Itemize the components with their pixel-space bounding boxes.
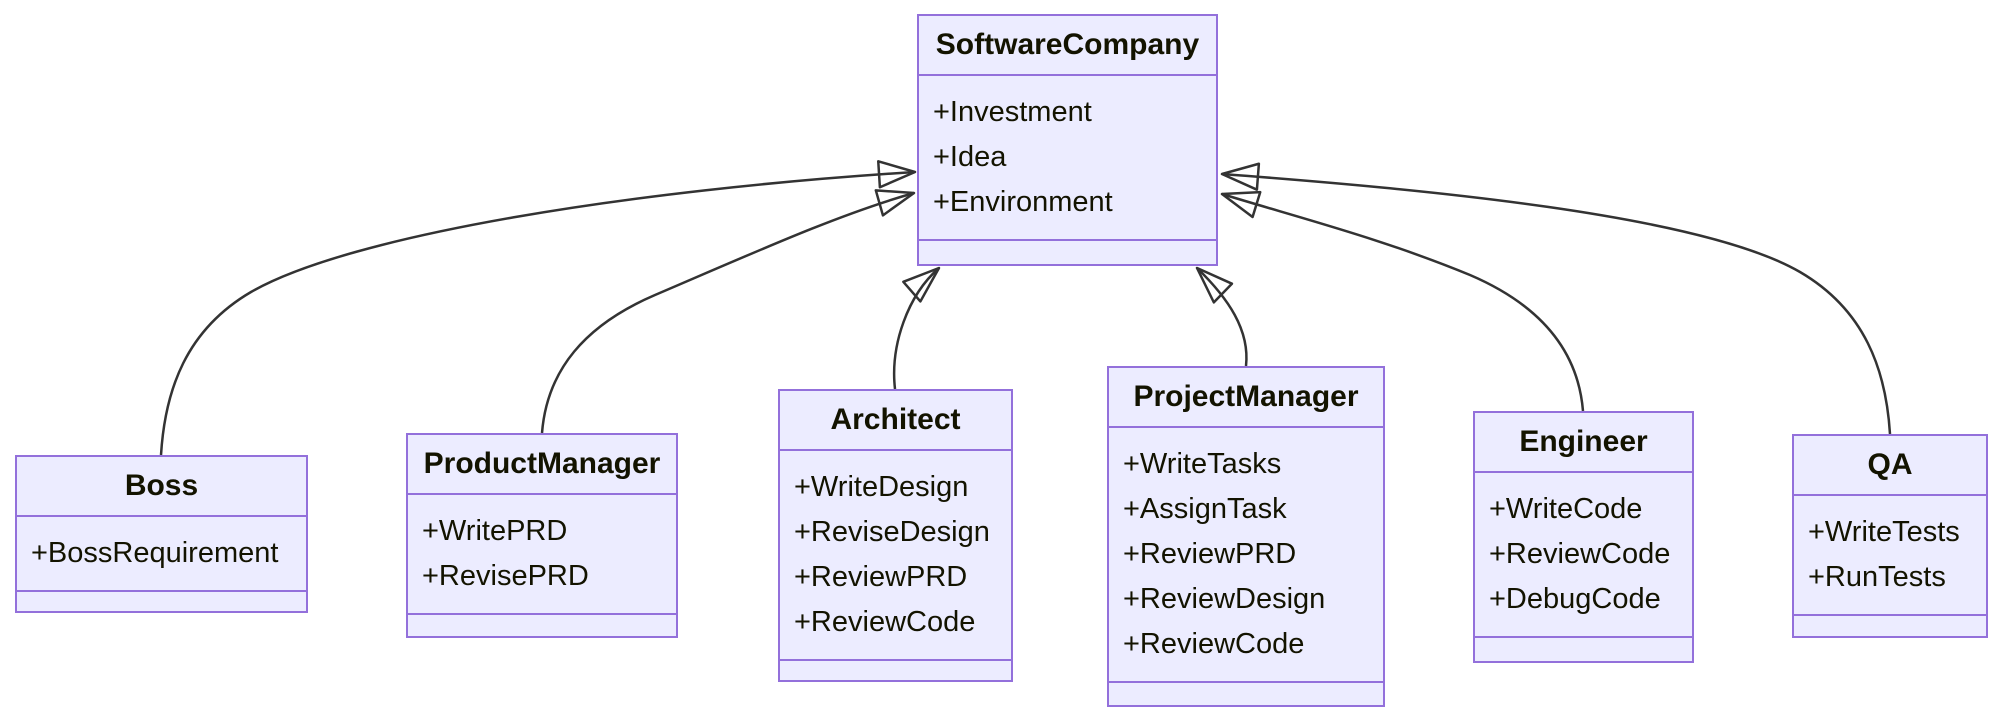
class-methods-empty [1794,616,1986,636]
class-methods-empty [1475,638,1692,661]
class-node-projectmanager: ProjectManager +WriteTasks +AssignTask +… [1107,366,1385,707]
member-row: +ReviewDesign [1123,583,1326,615]
member-row: +WriteTests [1808,516,1960,548]
edge-projectmanager-to-softwarecompany [1195,266,1248,367]
class-members: +WriteTasks +AssignTask +ReviewPRD +Revi… [1109,428,1383,683]
class-members: +WritePRD +RevisePRD [408,495,676,615]
class-node-softwarecompany: SoftwareCompany +Investment +Idea +Envir… [917,14,1218,266]
member-row: +RunTests [1808,561,1946,593]
edge-productmanager-to-softwarecompany [540,189,916,434]
class-title: QA [1794,436,1986,496]
member-row: +AssignTask [1123,493,1287,525]
member-row: +ReviewCode [1123,628,1305,660]
class-title: Engineer [1475,413,1692,473]
class-title: ProductManager [408,435,676,495]
class-methods-empty [919,241,1216,264]
class-title: Architect [780,391,1011,451]
class-members: +WriteTests +RunTests [1794,496,1986,616]
member-row: +ReviewPRD [794,561,968,593]
member-row: +Environment [933,186,1113,218]
member-row: +ReviseDesign [794,516,990,548]
member-row: +WriteTasks [1123,448,1282,480]
class-title: ProjectManager [1109,368,1383,428]
member-row: +WriteCode [1489,493,1643,525]
class-title: SoftwareCompany [919,16,1216,76]
member-row: +ReviewCode [1489,538,1671,570]
class-methods-empty [1109,683,1383,705]
class-title: Boss [17,457,306,517]
edge-engineer-to-softwarecompany [1220,190,1585,412]
class-node-productmanager: ProductManager +WritePRD +RevisePRD [406,433,678,638]
edge-qa-to-softwarecompany [1220,162,1892,435]
edge-boss-to-softwarecompany [159,160,917,456]
class-members: +Investment +Idea +Environment [919,76,1216,241]
class-methods-empty [408,615,676,636]
member-row: +BossRequirement [31,537,279,569]
class-node-architect: Architect +WriteDesign +ReviseDesign +Re… [778,389,1013,682]
member-row: +WriteDesign [794,471,969,503]
member-row: +ReviewCode [794,606,976,638]
class-methods-empty [780,661,1011,680]
member-row: +RevisePRD [422,560,589,592]
class-members: +BossRequirement [17,517,306,592]
class-members: +WriteCode +ReviewCode +DebugCode [1475,473,1692,638]
class-node-engineer: Engineer +WriteCode +ReviewCode +DebugCo… [1473,411,1694,663]
member-row: +Idea [933,141,1007,173]
member-row: +Investment [933,96,1092,128]
class-methods-empty [17,592,306,611]
member-row: +WritePRD [422,515,568,547]
member-row: +DebugCode [1489,583,1661,615]
class-node-qa: QA +WriteTests +RunTests [1792,434,1988,638]
class-node-boss: Boss +BossRequirement [15,455,308,613]
class-members: +WriteDesign +ReviseDesign +ReviewPRD +R… [780,451,1011,661]
edge-architect-to-softwarecompany [892,266,941,390]
member-row: +ReviewPRD [1123,538,1297,570]
